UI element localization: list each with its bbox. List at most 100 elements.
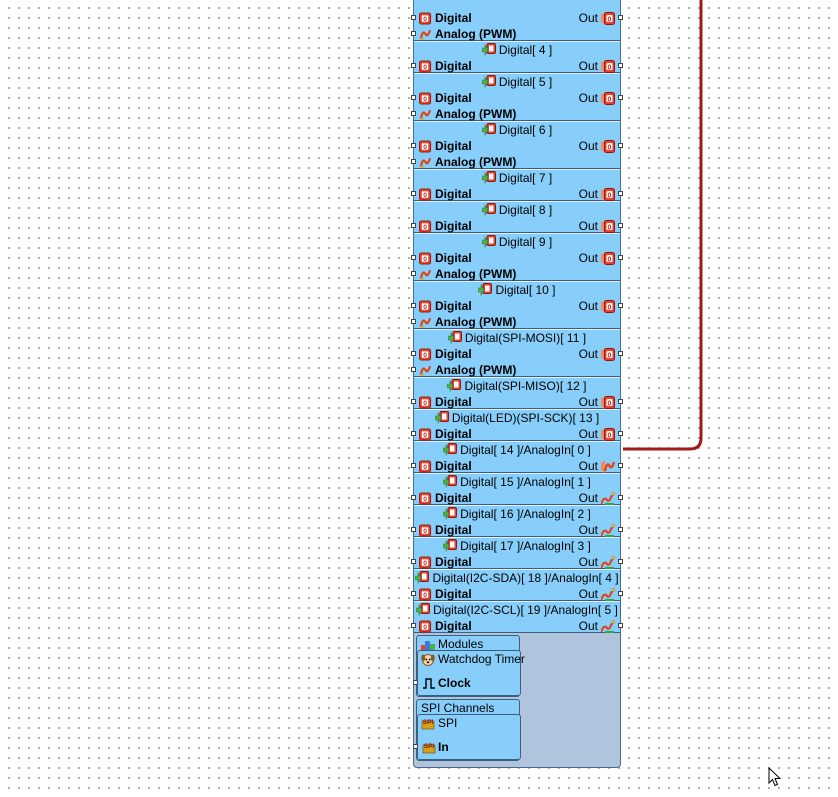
pin-row: Analog (PWM) (411, 314, 620, 330)
input-pin-connector[interactable] (411, 351, 416, 356)
mixed-out-icon (599, 587, 615, 601)
output-pin-connector[interactable] (618, 223, 623, 228)
output-label: Out (578, 299, 598, 313)
output-pin-connector[interactable] (618, 527, 623, 532)
svg-text:0: 0 (423, 304, 427, 311)
input-pin-connector[interactable] (411, 463, 416, 468)
pin-group-title-text: Digital(SPI-MOSI)[ 11 ] (464, 331, 587, 345)
digital-out-icon: 0 (601, 140, 615, 153)
input-pin-connector[interactable] (411, 111, 416, 116)
input-pin-connector[interactable] (411, 399, 416, 404)
input-pin-connector[interactable] (411, 15, 416, 20)
pin-label: Analog (PWM) (435, 155, 517, 169)
output-pin-connector[interactable] (618, 591, 623, 596)
pin-group-title-text: Digital[ 15 ]/AnalogIn[ 1 ] (460, 475, 591, 489)
input-pin-connector[interactable] (411, 31, 416, 36)
svg-text:0: 0 (608, 192, 612, 199)
pin-group-icon (481, 203, 496, 217)
output-pin-connector[interactable] (618, 191, 623, 196)
digital-out-icon: 0 (601, 348, 615, 361)
input-pin-connector[interactable] (411, 495, 416, 500)
pin-group-icon (481, 235, 496, 249)
digital-out-icon: 0 (601, 220, 615, 233)
spi-input-pin-connector[interactable] (413, 744, 418, 749)
output-pin-connector[interactable] (618, 303, 623, 308)
svg-text:0: 0 (608, 144, 612, 151)
output-pin-connector[interactable] (618, 63, 623, 68)
pin-row: Analog (PWM) (411, 26, 620, 42)
input-pin-connector[interactable] (411, 159, 416, 164)
output-pin-connector[interactable] (618, 495, 623, 500)
pin-group-title-text: Digital[ 7 ] (498, 171, 553, 185)
output-label: Out (578, 139, 598, 153)
svg-text:0: 0 (423, 64, 427, 71)
input-pin-connector[interactable] (411, 95, 416, 100)
output-pin-connector[interactable] (618, 143, 623, 148)
input-pin-connector[interactable] (411, 431, 416, 436)
spi-chip-icon: SPI (421, 717, 435, 730)
analog-pwm-icon (419, 108, 432, 121)
analog-pwm-icon (419, 28, 432, 41)
input-pin-connector[interactable] (411, 623, 416, 628)
pin-group-icon (415, 603, 431, 617)
pin-row: Analog (PWM) (411, 362, 620, 378)
output-pin-connector[interactable] (618, 15, 623, 20)
modules-icon (421, 639, 435, 651)
input-pin-connector[interactable] (411, 527, 416, 532)
input-pin-connector[interactable] (411, 271, 416, 276)
pin-label: Digital (435, 619, 472, 633)
pin-group-icon (481, 75, 496, 89)
output-pin-connector[interactable] (618, 431, 623, 436)
input-pin-connector[interactable] (411, 143, 416, 148)
input-pin-connector[interactable] (411, 303, 416, 308)
input-pin-connector[interactable] (411, 367, 416, 372)
input-pin-connector[interactable] (411, 319, 416, 324)
input-pin-connector[interactable] (411, 191, 416, 196)
input-pin-connector[interactable] (411, 255, 416, 260)
output-pin-connector[interactable] (618, 463, 623, 468)
input-pin-connector[interactable] (411, 591, 416, 596)
digital-pin-icon: 0 (419, 492, 432, 505)
pin-group-title-text: Digital(LED)(SPI-SCK)[ 13 ] (451, 411, 600, 425)
svg-text:0: 0 (423, 144, 427, 151)
spi-input-icon: SPI (422, 741, 436, 754)
pin-group-title-text: Digital(SPI-MISO)[ 12 ] (464, 379, 587, 393)
output-label: Out (578, 347, 598, 361)
output-pin-connector[interactable] (618, 559, 623, 564)
pin-group-icon (442, 475, 458, 489)
output-pin-connector[interactable] (618, 623, 623, 628)
clock-input-pin-connector[interactable] (413, 680, 418, 685)
output-pin-connector[interactable] (618, 95, 623, 100)
svg-text:0: 0 (608, 256, 612, 263)
pin-group-icon (447, 379, 462, 393)
digital-pin-icon: 0 (419, 524, 432, 537)
mixed-out-icon (599, 491, 615, 505)
output-pin-connector[interactable] (618, 255, 623, 260)
output-pin-connector[interactable] (618, 399, 623, 404)
digital-pin-icon: 0 (419, 348, 432, 361)
digital-pin-icon: 0 (419, 300, 432, 313)
input-pin-connector[interactable] (411, 223, 416, 228)
digital-pin-icon: 0 (419, 60, 432, 73)
svg-text:0: 0 (608, 16, 612, 23)
svg-text:0: 0 (423, 560, 427, 567)
output-pin-connector[interactable] (618, 351, 623, 356)
input-pin-connector[interactable] (411, 559, 416, 564)
pin-group-title: Digital[ 6 ] (414, 122, 620, 138)
pin-group-title-text: Digital[ 17 ]/AnalogIn[ 3 ] (460, 539, 591, 553)
pin-label: Analog (PWM) (435, 363, 517, 377)
input-pin-connector[interactable] (411, 63, 416, 68)
